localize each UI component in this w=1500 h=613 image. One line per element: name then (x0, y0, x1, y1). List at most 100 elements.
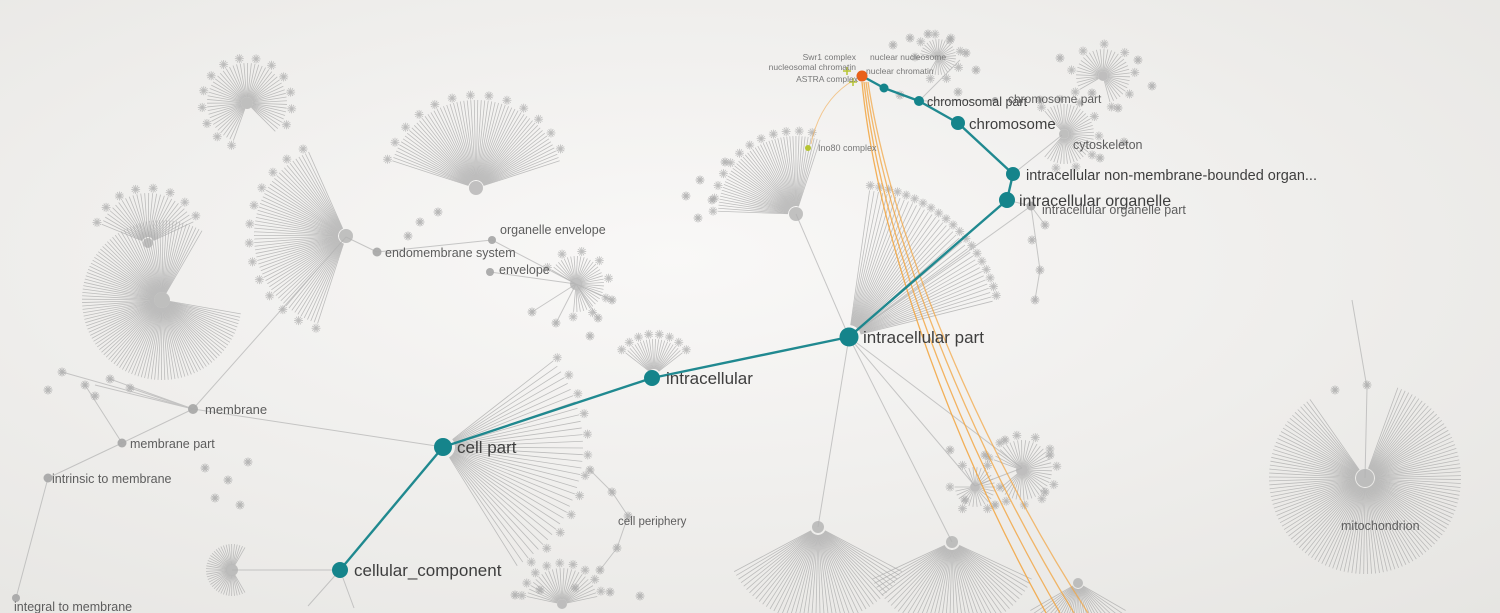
leaf-term-burst-icon (624, 337, 634, 347)
leaf-term-burst-icon (985, 273, 995, 283)
term-node[interactable] (486, 268, 494, 276)
leaf-term-burst-icon (708, 206, 718, 216)
leaf-term-burst-icon (726, 158, 736, 168)
cluster-hub-node[interactable] (934, 53, 942, 61)
collapsed-cluster[interactable] (244, 144, 353, 333)
term-label: intracellular part (863, 328, 984, 347)
cluster-hub-node[interactable] (970, 482, 980, 492)
leaf-term-burst-icon (465, 90, 475, 100)
path-node-intracellular_nmb_organelle[interactable] (1006, 167, 1020, 181)
path-node-cell_part[interactable] (434, 438, 452, 456)
term-label: intracellular organelle part (1042, 203, 1186, 217)
collapsed-cluster[interactable] (82, 220, 241, 381)
path-node-intracellular[interactable] (644, 370, 660, 386)
leaf-term-burst-icon (568, 312, 578, 322)
leaf-term-burst-icon (212, 132, 222, 142)
collapsed-cluster[interactable] (449, 353, 593, 567)
term-node[interactable] (43, 473, 53, 483)
path-node-cellular_component[interactable] (332, 562, 348, 578)
leaf-term-burst-icon (294, 316, 304, 326)
collapsed-cluster[interactable] (1269, 387, 1461, 574)
leaf-term-burst-icon (564, 370, 574, 380)
collapsed-cluster[interactable] (872, 536, 1032, 613)
collapsed-cluster[interactable] (206, 543, 246, 597)
term-node[interactable] (372, 247, 382, 257)
leaf-term-burst-icon (1070, 87, 1080, 97)
leaf-term-burst-icon (1099, 39, 1109, 49)
leaf-term-burst-icon (644, 329, 654, 339)
cluster-hub-node[interactable] (1059, 129, 1069, 139)
leaf-term-burst-icon (605, 587, 615, 597)
leaf-term-burst-icon (197, 102, 207, 112)
leaf-term-burst-icon (1106, 102, 1116, 112)
cluster-hub-node[interactable] (143, 238, 153, 248)
collapsed-cluster[interactable] (617, 329, 691, 372)
leaf-term-burst-icon (1130, 67, 1140, 77)
term-node[interactable] (188, 404, 198, 414)
leaf-term-burst-icon (901, 190, 911, 200)
leaf-term-burst-icon (681, 191, 691, 201)
leaf-term-burst-icon (165, 188, 175, 198)
path-node-chromosomal_part[interactable] (914, 96, 924, 106)
leaf-term-burst-icon (502, 95, 512, 105)
leaf-term-burst-icon (945, 482, 955, 492)
collapsed-cluster[interactable] (517, 558, 606, 609)
leaf-term-burst-icon (983, 504, 992, 514)
collapsed-cluster[interactable] (733, 521, 903, 613)
leaf-term-burst-icon (223, 475, 233, 485)
leaf-term-burst-icon (268, 167, 278, 177)
leaf-term-burst-icon (807, 128, 817, 138)
cluster-hub-node[interactable] (557, 599, 567, 609)
leaf-term-burst-icon (713, 181, 723, 191)
leaf-term-burst-icon (92, 217, 102, 227)
term-node[interactable] (12, 594, 20, 602)
term-label: intracellular (666, 369, 753, 388)
cluster-hub-node[interactable] (241, 97, 253, 109)
collapsed-cluster[interactable] (1030, 578, 1126, 613)
term-node[interactable] (992, 97, 998, 103)
selected-term-node[interactable] (856, 70, 868, 82)
leaf-term-burst-icon (983, 460, 992, 470)
term-node[interactable] (117, 438, 127, 448)
term-label: endomembrane system (385, 246, 516, 260)
cluster-hub-node[interactable] (1016, 464, 1028, 476)
leaf-term-burst-icon (590, 574, 600, 584)
leaf-term-burst-icon (199, 86, 209, 96)
leaf-term-burst-icon (1027, 235, 1037, 245)
cluster-hub-node[interactable] (469, 181, 483, 195)
leaf-term-burst-icon (43, 385, 53, 395)
path-node-intracellular_part[interactable] (839, 327, 859, 347)
collapsed-cluster[interactable] (383, 90, 565, 195)
cluster-hub-node[interactable] (1073, 578, 1083, 588)
leaf-term-burst-icon (227, 140, 237, 150)
cluster-hub-node[interactable] (154, 292, 170, 308)
leaf-term-burst-icon (580, 471, 590, 481)
cluster-hub-node[interactable] (339, 229, 353, 243)
collapsed-cluster[interactable] (984, 430, 1062, 510)
collapsed-cluster[interactable] (92, 183, 201, 248)
leaf-term-burst-icon (892, 187, 902, 197)
leaf-term-burst-icon (1045, 450, 1055, 460)
cluster-hub-node[interactable] (1098, 71, 1108, 81)
highlighted-sibling-mark-icon (843, 67, 851, 75)
leaf-term-burst-icon (654, 329, 664, 339)
leaf-term-burst-icon (594, 256, 604, 266)
highlighted-sibling-node[interactable] (805, 145, 811, 151)
collapsed-cluster[interactable] (1067, 39, 1140, 112)
path-node-chromatin[interactable] (879, 83, 889, 93)
collapsed-cluster[interactable] (542, 247, 613, 322)
leaf-term-burst-icon (234, 54, 244, 64)
collapsed-cluster[interactable] (850, 180, 1001, 335)
path-node-chromosome[interactable] (951, 116, 965, 130)
term-node[interactable] (488, 236, 496, 244)
leaf-term-burst-icon (555, 558, 565, 568)
collapsed-cluster[interactable] (1037, 94, 1104, 173)
leaf-term-burst-icon (923, 29, 933, 39)
collapsed-cluster[interactable] (910, 29, 965, 84)
collapsed-cluster[interactable] (197, 54, 297, 150)
leaf-term-burst-icon (693, 213, 703, 223)
path-node-intracellular_organelle[interactable] (999, 192, 1015, 208)
term-node[interactable] (1026, 201, 1036, 211)
